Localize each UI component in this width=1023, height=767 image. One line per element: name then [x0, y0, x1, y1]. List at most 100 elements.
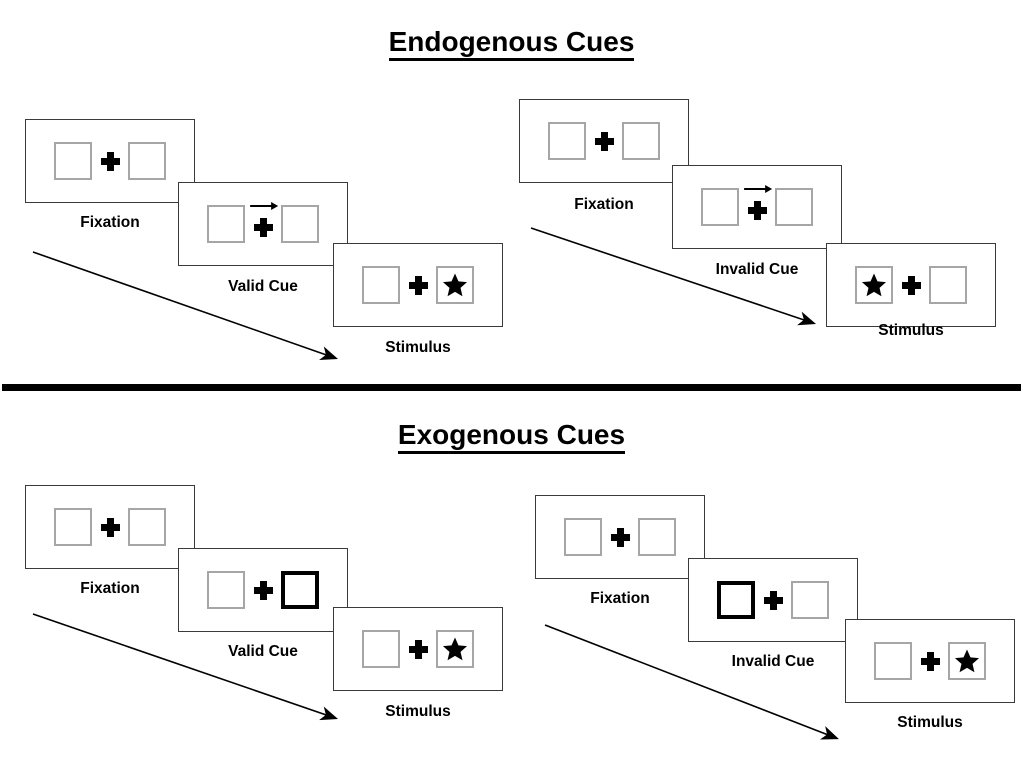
caption-endogenous-valid-fixation: Fixation: [80, 214, 140, 231]
stimulus-row: [179, 549, 347, 631]
fixation-plus-icon: [253, 218, 273, 237]
section-divider: [2, 384, 1021, 391]
arrow-head: [765, 184, 773, 193]
caption-exogenous-invalid-fixation: Fixation: [590, 590, 650, 607]
section-title-endogenous: Endogenous Cues: [0, 26, 1023, 61]
stimulus-row: [334, 608, 502, 690]
target-box-right: [948, 642, 986, 680]
time-arrow-exogenous-valid: [32, 613, 339, 721]
fixation-plus-wrap: [400, 628, 436, 670]
placeholder-box-left: [564, 518, 602, 556]
placeholder-box-left: [207, 205, 245, 243]
stimulus-row: [334, 244, 502, 326]
target-box-right: [436, 630, 474, 668]
frame-exogenous-invalid-cue[interactable]: [688, 558, 858, 642]
cued-box-right: [281, 571, 319, 609]
frame-exogenous-invalid-fixation[interactable]: [535, 495, 705, 579]
target-box-left: [855, 266, 893, 304]
frame-exogenous-valid-fixation[interactable]: [25, 485, 195, 569]
fixation-plus-wrap: [245, 569, 281, 611]
fixation-plus-icon: [408, 275, 428, 295]
placeholder-box-right: [128, 508, 166, 546]
caption-exogenous-valid-cue: Valid Cue: [228, 643, 298, 660]
placeholder-box-right: [929, 266, 967, 304]
fixation-plus-wrap: [586, 120, 622, 162]
arrow-shaft: [250, 205, 275, 207]
caption-exogenous-valid-fixation: Fixation: [80, 580, 140, 597]
arrow-head: [271, 201, 279, 210]
stimulus-row: [689, 559, 857, 641]
fixation-plus-icon: [100, 151, 120, 171]
fixation-plus-icon: [253, 580, 273, 600]
frame-endogenous-valid-fixation[interactable]: [25, 119, 195, 203]
stimulus-row: [536, 496, 704, 578]
fixation-plus-wrap: [893, 264, 929, 306]
arrow-cue-right-icon: [250, 201, 279, 211]
section-title-exogenous: Exogenous Cues: [0, 419, 1023, 454]
fixation-plus-icon: [763, 590, 783, 610]
placeholder-box-right: [622, 122, 660, 160]
placeholder-box-left: [207, 571, 245, 609]
arrow-cue-right-icon: [744, 184, 773, 194]
time-arrow-endogenous-invalid: [530, 227, 817, 326]
placeholder-box-left: [874, 642, 912, 680]
section-title-endogenous-text: Endogenous Cues: [388, 26, 635, 61]
fixation-plus-wrap: [245, 201, 281, 245]
placeholder-box-right: [128, 142, 166, 180]
placeholder-box-right: [775, 188, 813, 226]
fixation-plus-icon: [747, 201, 767, 220]
cued-box-left: [717, 581, 755, 619]
frame-endogenous-valid-stimulus[interactable]: [333, 243, 503, 327]
placeholder-box-left: [362, 630, 400, 668]
fixation-plus-wrap: [92, 506, 128, 548]
caption-endogenous-valid-cue: Valid Cue: [228, 278, 298, 295]
caption-exogenous-invalid-cue: Invalid Cue: [731, 653, 815, 670]
star-target-icon: [442, 637, 468, 661]
frame-endogenous-invalid-fixation[interactable]: [519, 99, 689, 183]
frame-exogenous-invalid-stimulus[interactable]: [845, 619, 1015, 703]
time-arrow-endogenous-valid: [32, 251, 339, 361]
caption-endogenous-invalid-fixation: Fixation: [574, 196, 634, 213]
frame-endogenous-valid-cue[interactable]: [178, 182, 348, 266]
fixation-plus-icon: [408, 639, 428, 659]
fixation-plus-icon: [920, 651, 940, 671]
time-arrow-exogenous-invalid: [544, 624, 839, 740]
placeholder-box-right: [638, 518, 676, 556]
section-title-exogenous-text: Exogenous Cues: [397, 419, 626, 454]
fixation-plus-wrap: [92, 140, 128, 182]
frame-exogenous-valid-stimulus[interactable]: [333, 607, 503, 691]
placeholder-box-left: [54, 142, 92, 180]
arrow-shaft: [744, 188, 769, 190]
caption-exogenous-invalid-stimulus: Stimulus: [897, 714, 963, 731]
frame-exogenous-valid-cue[interactable]: [178, 548, 348, 632]
fixation-plus-wrap: [912, 640, 948, 682]
fixation-plus-wrap: [602, 516, 638, 558]
placeholder-box-right: [791, 581, 829, 619]
target-box-right: [436, 266, 474, 304]
placeholder-box-right: [281, 205, 319, 243]
fixation-plus-icon: [100, 517, 120, 537]
fixation-plus-wrap: [739, 184, 775, 228]
star-target-icon: [442, 273, 468, 297]
stimulus-row: [179, 183, 347, 265]
caption-endogenous-invalid-cue: Invalid Cue: [715, 261, 799, 278]
fixation-plus-icon: [594, 131, 614, 151]
caption-endogenous-invalid-stimulus: Stimulus: [878, 322, 944, 339]
placeholder-box-left: [701, 188, 739, 226]
fixation-plus-icon: [901, 275, 921, 295]
stimulus-row: [827, 244, 995, 326]
placeholder-box-left: [54, 508, 92, 546]
frame-endogenous-invalid-stimulus[interactable]: [826, 243, 996, 327]
stimulus-row: [26, 120, 194, 202]
fixation-plus-wrap: [400, 264, 436, 306]
fixation-plus-wrap: [755, 579, 791, 621]
placeholder-box-left: [362, 266, 400, 304]
caption-endogenous-valid-stimulus: Stimulus: [385, 339, 451, 356]
stimulus-row: [846, 620, 1014, 702]
frame-endogenous-invalid-cue[interactable]: [672, 165, 842, 249]
star-target-icon: [954, 649, 980, 673]
stimulus-row: [673, 166, 841, 248]
caption-exogenous-valid-stimulus: Stimulus: [385, 703, 451, 720]
stimulus-row: [520, 100, 688, 182]
